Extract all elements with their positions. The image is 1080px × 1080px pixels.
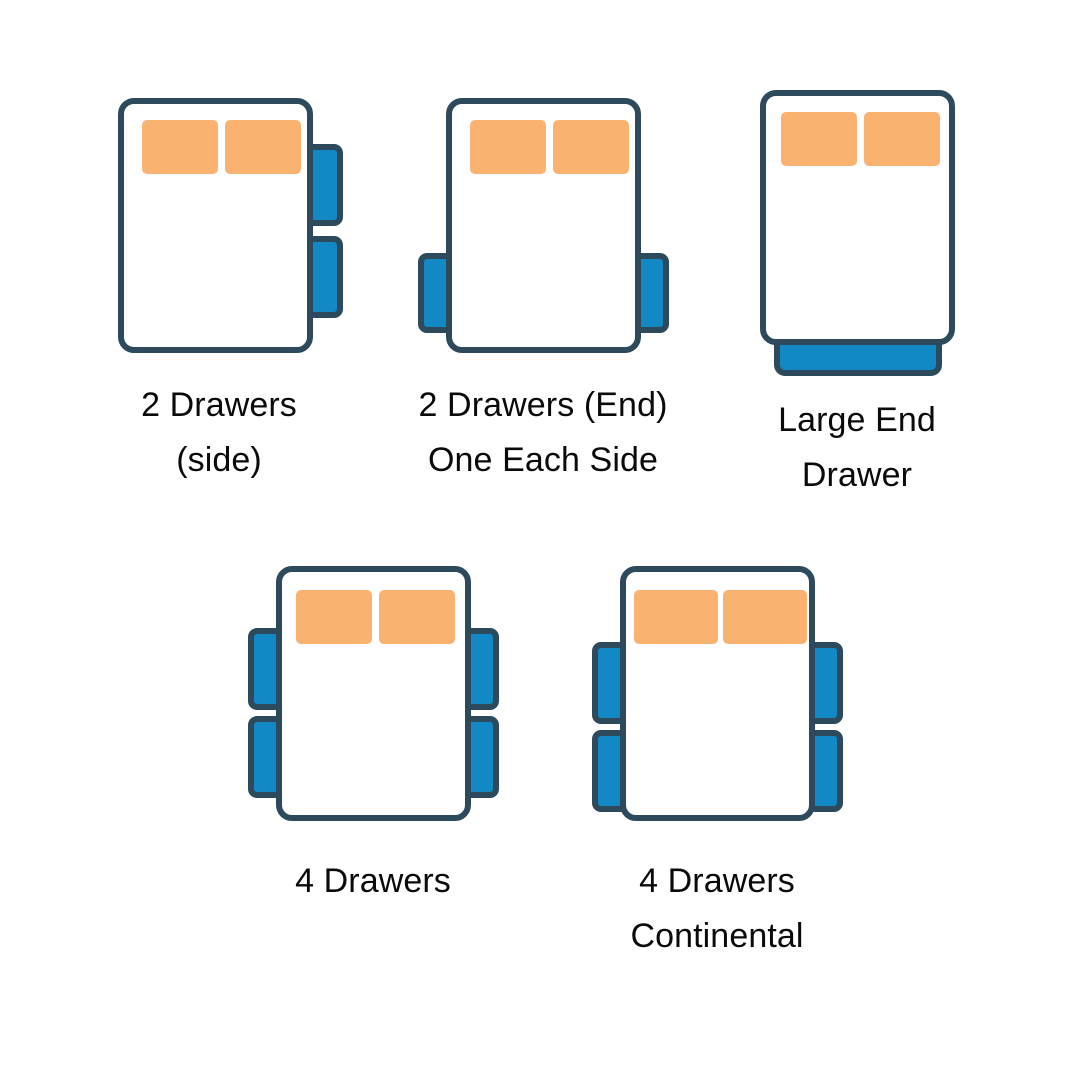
pillow-right	[723, 590, 807, 644]
pillow-left	[781, 112, 857, 166]
bed-option-large-end-drawer[interactable]: Large End Drawer	[760, 90, 960, 494]
bed-option-two-drawers-side[interactable]: 2 Drawers (side)	[118, 98, 348, 479]
pillow-left	[142, 120, 218, 174]
bed-figure	[592, 566, 843, 826]
bed-option-four-drawers[interactable]: 4 Drawers	[248, 566, 499, 900]
pillow-right	[864, 112, 940, 166]
pillow-left	[296, 590, 372, 644]
pillow-left	[470, 120, 546, 174]
pillow-right	[225, 120, 301, 174]
bed-figure	[248, 566, 499, 826]
pillow-right	[553, 120, 629, 174]
pillow-left	[634, 590, 718, 644]
bed-option-caption: 2 Drawers (End) One Each Side	[418, 386, 668, 480]
bed-figure	[418, 98, 669, 358]
bed-option-caption: 4 Drawers Continental	[630, 862, 804, 956]
bed-option-caption: Large End Drawer	[778, 401, 936, 495]
pillow-right	[379, 590, 455, 644]
bed-figure	[118, 98, 348, 358]
bed-option-caption: 2 Drawers (side)	[141, 386, 297, 480]
bed-option-caption: 4 Drawers	[295, 862, 451, 900]
bed-option-four-drawers-continental[interactable]: 4 Drawers Continental	[592, 566, 843, 955]
bed-option-two-drawers-end[interactable]: 2 Drawers (End) One Each Side	[418, 98, 669, 479]
bed-figure	[760, 90, 960, 376]
